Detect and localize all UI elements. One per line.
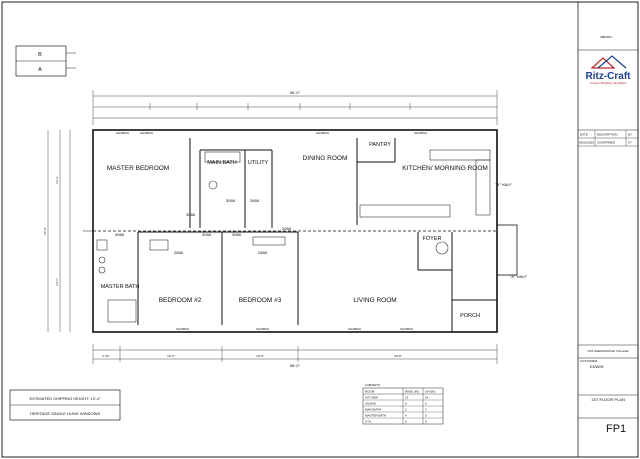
- room-living-room: LIVING ROOM: [353, 297, 396, 304]
- logo-roof-icon: [597, 55, 627, 69]
- window-bottom-3: SH3659H: [348, 327, 361, 331]
- dim-bottom-3: 10'-0": [256, 354, 264, 358]
- cabinet-cell: 14: [425, 396, 429, 400]
- door-3068-c: 3068: [115, 232, 125, 237]
- cabinet-cell: 4: [405, 414, 407, 418]
- door-3068-e: 3068: [232, 232, 242, 237]
- window-bottom-1: SH3659H: [176, 327, 189, 331]
- door-2068: 2068: [282, 226, 292, 231]
- window-bottom-2: SH3659H: [256, 327, 269, 331]
- dimension-lines: [47, 90, 498, 364]
- room-porch: PORCH: [460, 313, 480, 319]
- note-windows: HERITAGE SINGLE HUNG WINDOWS: [30, 411, 100, 416]
- cabinet-cell: 0: [425, 414, 427, 418]
- cabinet-header-base: BASE (IN): [405, 390, 419, 394]
- window-tags: SH3659H SH3659H SH3659H SH3659H SH3659H …: [116, 131, 427, 331]
- room-main-bath: MAIN BATH: [207, 160, 237, 166]
- cabinet-cell: ISLAND: [365, 402, 377, 406]
- cabinet-header-oh: OH (IN): [425, 390, 435, 394]
- room-bedroom-2: BEDROOM #2: [159, 297, 202, 304]
- fixtures: [96, 149, 491, 323]
- door-3068-d: 3068: [202, 232, 212, 237]
- dim-left-2: 13'-1": [55, 278, 59, 286]
- key-plan-b: B: [38, 52, 42, 58]
- room-bedroom-3: BEDROOM #3: [239, 297, 282, 304]
- cabinet-table: CABINETS ROOM BASE (IN) OH (IN) KITCHEN …: [362, 383, 444, 425]
- door-2668-c: 2668: [258, 250, 268, 255]
- title-block: 2884924 Ritz-Craft Custom Building Simpl…: [578, 35, 638, 435]
- cabinet-cell: 13: [405, 396, 409, 400]
- dim-bottom-1: 4'-11": [102, 354, 109, 358]
- note-shipping-height: ESTIMATED SHIPPING HEIGHT: 13'-4": [29, 396, 101, 401]
- customer-name: EDWIN: [590, 364, 603, 369]
- cabinet-cell: KITCHEN: [365, 396, 378, 400]
- room-dining-room: DINING ROOM: [303, 155, 348, 162]
- window-top-3: SH3659H: [316, 131, 329, 135]
- logo-text: Ritz-Craft: [586, 71, 632, 82]
- key-plan-a: A: [38, 67, 42, 73]
- window-top-4: SH3659H: [414, 131, 427, 135]
- door-3068-a: 3068: [186, 212, 196, 217]
- key-plan: B A: [15, 45, 76, 77]
- rev-header-description: DESCRIPTION: [597, 133, 618, 137]
- label-a-half: "A" HALF: [510, 274, 527, 279]
- rev-header-date: DATE: [580, 133, 588, 137]
- rev-date: 05/02/2025: [579, 141, 594, 145]
- room-utility: UTILITY: [248, 160, 269, 166]
- rev-description: CONFIRMED: [597, 141, 616, 145]
- cabinet-cell: 0: [425, 402, 427, 406]
- rev-by: KY: [628, 141, 632, 145]
- door-3068-b: 3068: [226, 198, 236, 203]
- rev-header-by: BY: [628, 133, 632, 137]
- door-2668-a: 2668: [250, 198, 260, 203]
- sheet-id: FP1: [606, 423, 626, 435]
- cabinet-cell: 2: [425, 408, 427, 412]
- door-2668-b: 2668: [174, 250, 184, 255]
- label-b-half: "B" HALF: [495, 182, 512, 187]
- cabinet-header-room: ROOM: [365, 390, 375, 394]
- window-bottom-4: SH3659H: [400, 327, 413, 331]
- window-top-1: SH3659H: [116, 131, 129, 135]
- dim-left-overall: 26'-0": [43, 227, 47, 235]
- outer-walls: [83, 129, 518, 333]
- model-name: HTA SHENANDOAH VILLAGE: [588, 349, 629, 353]
- room-foyer: FOYER: [423, 236, 442, 242]
- dimension-texts: 56'-0" 56'-0" 4'-11" 12'-0" 10'-0" 20'-8…: [43, 90, 402, 368]
- logo-tagline: Custom Building Simplified: [590, 81, 626, 85]
- interior-walls: [137, 138, 497, 332]
- room-labels: MASTER BEDROOM MAIN BATH UTILITY DINING …: [101, 142, 488, 319]
- dim-bottom-4: 20'-8": [394, 354, 402, 358]
- room-master-bedroom: MASTER BEDROOM: [107, 165, 169, 172]
- cabinet-cell: MAIN BATH: [365, 408, 381, 412]
- cabinet-cell: 0: [405, 402, 407, 406]
- room-kitchen: KITCHEN/ MORNING ROOM: [402, 165, 488, 172]
- cabinet-cell: 0: [425, 420, 427, 424]
- notes-box: ESTIMATED SHIPPING HEIGHT: 13'-4" HERITA…: [9, 389, 121, 421]
- cabinet-table-title: CABINETS: [365, 383, 380, 387]
- dim-overall-top: 56'-0": [290, 90, 301, 95]
- dim-bottom-2: 12'-0": [167, 354, 175, 358]
- cabinet-cell: 0: [405, 420, 407, 424]
- sheet-title: 1ST FLOOR PLAN: [591, 397, 625, 402]
- dim-left-1: 13'-1": [55, 176, 59, 184]
- cabinet-cell: MASTER BATH: [365, 414, 386, 418]
- logo-roof-icon: [590, 57, 616, 69]
- job-number: 2884924: [600, 35, 612, 39]
- door-labels: "B" HALF "A" HALF 3068 3068 3068 3068 26…: [115, 182, 527, 279]
- cabinet-cell: UTIL: [365, 420, 372, 424]
- room-pantry: PANTRY: [369, 142, 391, 148]
- window-top-2: SH3659H: [140, 131, 153, 135]
- cabinet-cell: 2: [405, 408, 407, 412]
- customer-label: CUSTOMER:: [580, 359, 598, 363]
- dim-overall-bottom: 56'-0": [290, 363, 301, 368]
- room-master-bath: MASTER BATH: [101, 284, 140, 290]
